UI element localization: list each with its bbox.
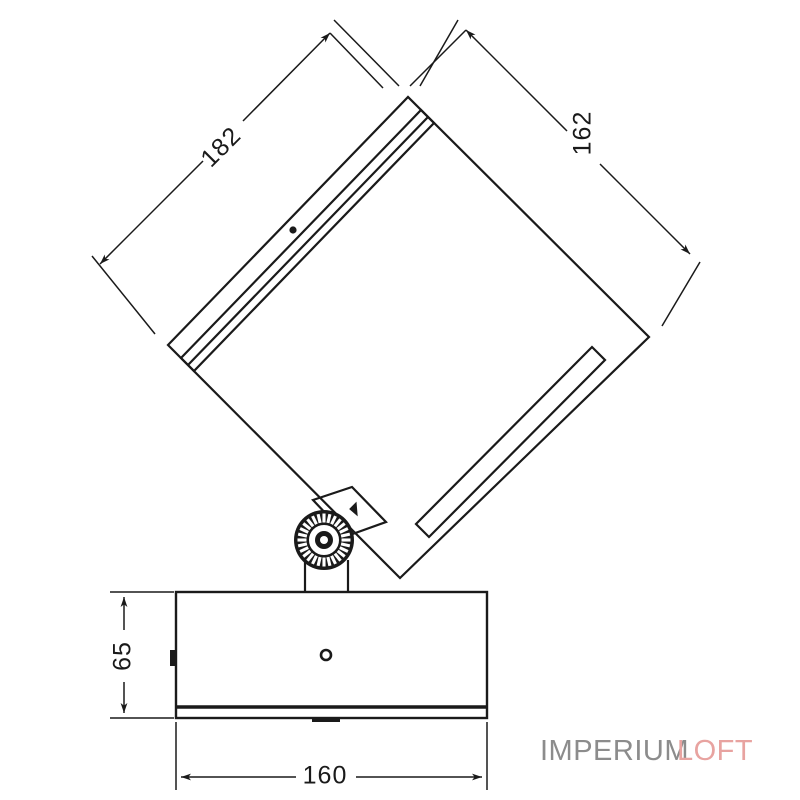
- watermark-imperium: IMPERIUM: [540, 735, 689, 767]
- dim-182-line-upper: [242, 32, 331, 122]
- watermark-loft: LOFT: [677, 735, 753, 767]
- bezel-inner-line: [187, 116, 429, 366]
- dim-162-line-lower: [599, 163, 691, 255]
- dim-162-line-upper: [465, 29, 568, 132]
- dim-182-line-lower: [99, 160, 204, 265]
- dim-65-label: 65: [109, 641, 137, 671]
- bezel-strip-outline: [179, 108, 436, 373]
- rim-strip: [414, 345, 607, 539]
- knurled-knob[interactable]: [294, 510, 354, 570]
- base-bottom-notch: [312, 718, 340, 722]
- rim-strip-outline: [414, 345, 607, 539]
- dim-182-ext-line-b: [333, 19, 400, 87]
- center-screw: [319, 648, 333, 662]
- bezel-dot: [289, 226, 297, 234]
- dim-162-ext-line-b: [661, 261, 701, 327]
- bezel-strip: [179, 108, 436, 373]
- side-tab: [170, 650, 176, 666]
- tilted-head-outline: [166, 95, 651, 580]
- dim-160-label: 160: [303, 762, 348, 790]
- dimension-162: [409, 19, 701, 327]
- dimension-182: [91, 19, 400, 335]
- dim-182-tail: [329, 32, 384, 89]
- stem: [303, 560, 350, 592]
- dimension-65: [110, 591, 174, 719]
- dim-162-label: 162: [569, 111, 597, 156]
- watermark-logo: IMPERIUM LOFT: [540, 735, 753, 767]
- yoke-notch: [349, 501, 358, 517]
- dim-182-label: 182: [195, 121, 246, 172]
- knob-hub-center: [320, 536, 328, 544]
- dim-182-ext-line-a: [91, 255, 156, 335]
- dim-162-head-tail: [409, 29, 467, 87]
- tilted-head: [166, 95, 651, 580]
- knob-teeth: [297, 513, 351, 567]
- dimension-160: [175, 722, 488, 790]
- dim-162-ext-line-a: [419, 19, 459, 87]
